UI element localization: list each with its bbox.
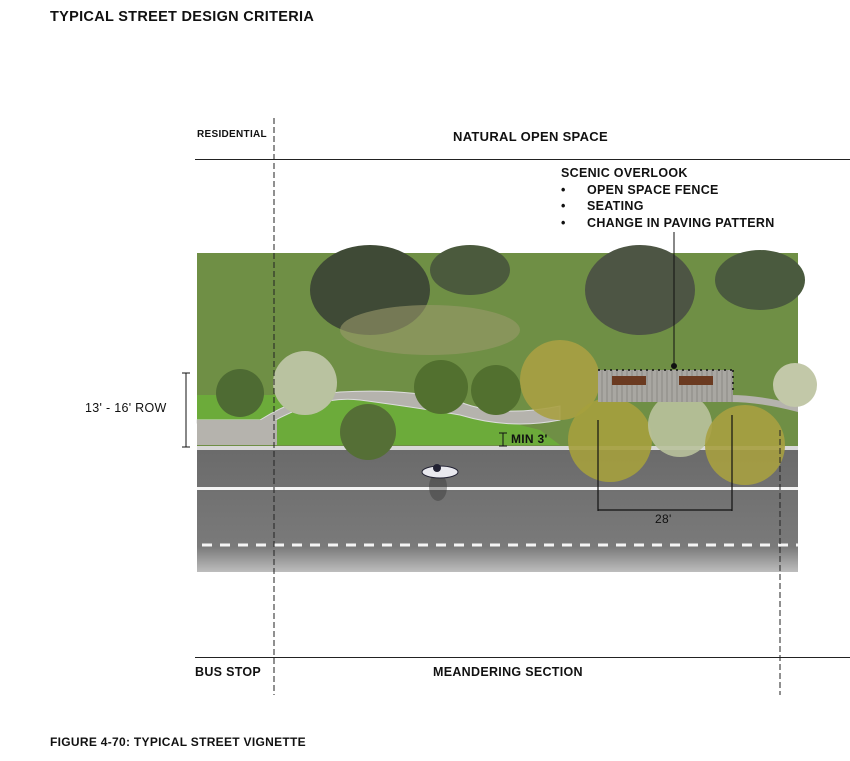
curb	[197, 446, 798, 450]
bullet-icon: •	[561, 183, 566, 197]
bullet-icon: •	[561, 216, 566, 230]
figure-caption: FIGURE 4-70: TYPICAL STREET VIGNETTE	[50, 735, 306, 749]
callout-bullet: OPEN SPACE FENCE	[587, 183, 719, 197]
cyclist-icon	[421, 464, 459, 501]
min-buffer-dimension	[499, 432, 507, 447]
trees	[216, 340, 817, 485]
overlook-length-label: 28'	[655, 512, 672, 526]
bottom-divider	[195, 657, 850, 658]
bullet-icon: •	[561, 199, 566, 213]
row-dimension-label: 13' - 16' ROW	[85, 401, 167, 415]
aerial-rendering	[196, 245, 817, 572]
roadway	[197, 446, 798, 572]
bench-icon	[612, 376, 646, 385]
page-title: TYPICAL STREET DESIGN CRITERIA	[50, 9, 315, 25]
zone-label-meandering-section: MEANDERING SECTION	[433, 665, 583, 679]
zone-label-residential: RESIDENTIAL	[197, 129, 267, 140]
callout-bullet: SEATING	[587, 199, 644, 213]
top-divider	[195, 159, 850, 160]
callout-bullet: CHANGE IN PAVING PATTERN	[587, 216, 775, 230]
zone-label-natural-open-space: NATURAL OPEN SPACE	[453, 129, 608, 144]
callout-title: SCENIC OVERLOOK	[561, 166, 688, 180]
min-buffer-label: MIN 3'	[511, 432, 548, 446]
bench-icon	[679, 376, 713, 385]
row-dimension	[182, 372, 190, 448]
overlook-length-dimension	[597, 415, 733, 511]
scenic-overlook-plaza	[598, 369, 734, 402]
zone-label-bus-stop: BUS STOP	[195, 665, 262, 679]
bike-lane-line	[197, 487, 798, 490]
